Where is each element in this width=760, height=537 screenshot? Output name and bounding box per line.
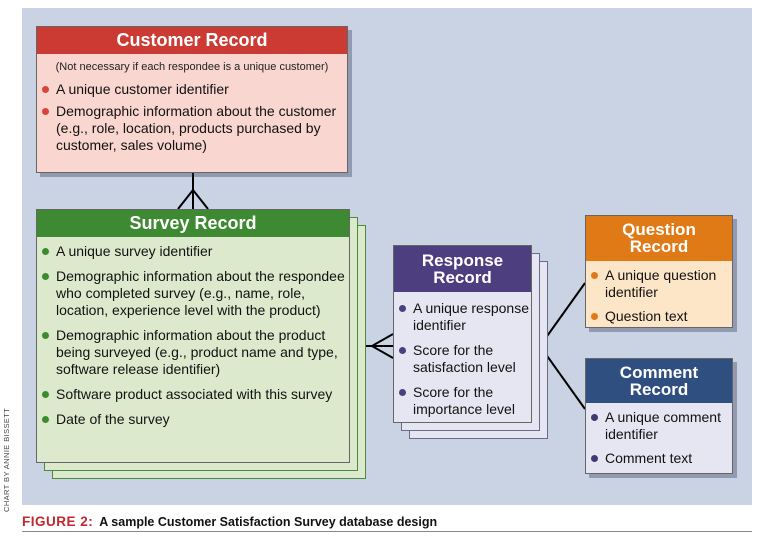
bullet-icon xyxy=(591,455,598,462)
chart-credit: CHART BY ANNIE BISSETT xyxy=(2,407,11,512)
survey-field: Date of the survey xyxy=(37,411,349,428)
caption-divider xyxy=(22,531,752,532)
response-record-card: Response Record A unique response identi… xyxy=(393,245,532,423)
bullet-icon xyxy=(42,332,49,339)
customer-record-title: Customer Record xyxy=(37,27,347,54)
customer-survey-crowfoot-left xyxy=(177,189,194,210)
figure-label: FIGURE 2: xyxy=(22,514,94,529)
bullet-icon xyxy=(399,347,406,354)
survey-record-title: Survey Record xyxy=(37,210,349,237)
survey-field: Software product associated with this su… xyxy=(37,386,349,403)
question-record-title: Question Record xyxy=(586,216,732,261)
survey-field: Demographic information about the produc… xyxy=(37,327,349,378)
customer-field: Demographic information about the custom… xyxy=(37,103,347,154)
response-field: A unique response identifier xyxy=(394,300,531,334)
response-field: Score for the importance level xyxy=(394,384,531,418)
response-record-title: Response Record xyxy=(394,246,531,292)
bullet-icon xyxy=(42,86,49,93)
comment-field: A unique comment identifier xyxy=(586,409,732,443)
customer-record-fields: A unique customer identifier Demographic… xyxy=(37,81,347,154)
response-record-fields: A unique response identifier Score for t… xyxy=(394,300,531,418)
figure-caption: FIGURE 2: A sample Customer Satisfaction… xyxy=(22,514,752,529)
bullet-icon xyxy=(42,273,49,280)
survey-response-crowfoot-top xyxy=(371,333,394,347)
question-field: A unique question identifier xyxy=(586,267,732,301)
figure-caption-text: A sample Customer Satisfaction Survey da… xyxy=(99,515,438,529)
bullet-icon xyxy=(591,313,598,320)
survey-record-fields: A unique survey identifier Demographic i… xyxy=(37,243,349,428)
customer-record-card: Customer Record (Not necessary if each r… xyxy=(36,26,348,173)
bullet-icon xyxy=(591,272,598,279)
comment-record-title: Comment Record xyxy=(586,359,732,403)
bullet-icon xyxy=(42,248,49,255)
survey-field: A unique survey identifier xyxy=(37,243,349,260)
bullet-icon xyxy=(42,391,49,398)
bullet-icon xyxy=(399,389,406,396)
comment-field: Comment text xyxy=(586,450,732,467)
response-field: Score for the satisfaction level xyxy=(394,342,531,376)
customer-survey-crowfoot-right xyxy=(192,189,209,210)
comment-record-fields: A unique comment identifier Comment text xyxy=(586,409,732,467)
question-record-card: Question Record A unique question identi… xyxy=(585,215,733,328)
customer-record-note: (Not necessary if each respondee is a un… xyxy=(55,61,329,73)
survey-field: Demographic information about the respon… xyxy=(37,268,349,319)
bullet-icon xyxy=(399,305,406,312)
question-field: Question text xyxy=(586,308,732,325)
question-record-fields: A unique question identifier Question te… xyxy=(586,267,732,325)
bullet-icon xyxy=(591,414,598,421)
survey-record-card: Survey Record A unique survey identifier… xyxy=(36,209,350,463)
comment-record-card: Comment Record A unique comment identifi… xyxy=(585,358,733,474)
customer-field: A unique customer identifier xyxy=(37,81,347,98)
bullet-icon xyxy=(42,416,49,423)
bullet-icon xyxy=(42,108,49,115)
survey-response-crowfoot-bottom xyxy=(371,345,394,359)
